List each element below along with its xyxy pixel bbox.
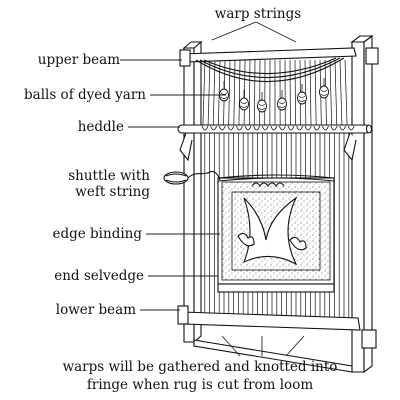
heddle-loop: [322, 125, 329, 131]
warp-string: [202, 59, 206, 127]
heddle-loop: [227, 125, 235, 131]
warp-string: [248, 59, 251, 127]
lower-beam: [177, 305, 377, 349]
shuttle: [163, 170, 221, 185]
heddle-loop: [244, 125, 252, 131]
caption-line1: warps will be gathered and knotted into: [63, 359, 338, 375]
warp-string: [207, 59, 211, 127]
heddle-loop: [296, 125, 303, 131]
label-heddle: heddle: [78, 119, 124, 135]
heddle-loop: [218, 125, 226, 131]
label-warp-strings: warp strings: [215, 6, 301, 22]
heddle-loop: [279, 125, 286, 131]
warp-string: [329, 59, 332, 127]
warp-string: [334, 59, 338, 127]
warp-string: [344, 59, 348, 127]
heddle-loop: [253, 125, 260, 131]
label-lower-beam: lower beam: [56, 302, 136, 318]
warp-string: [233, 59, 236, 127]
yarn-ball: [319, 85, 329, 99]
label-end-selvedge: end selvedge: [54, 268, 144, 284]
warp-strings: [197, 59, 348, 127]
heddle-loop: [270, 125, 278, 131]
yarn-wrap: [278, 101, 286, 108]
heddle-loop: [313, 125, 321, 131]
yarn-wrap: [258, 103, 266, 110]
caption-line2: fringe when rug is cut from loom: [87, 377, 313, 393]
label-shuttle-line1: shuttle with: [68, 168, 150, 184]
heddle-loop: [304, 125, 312, 131]
warp-string: [339, 59, 343, 127]
yarn-wrap: [240, 101, 248, 108]
warp-string: [218, 59, 221, 127]
warp-string: [314, 59, 317, 127]
leader-lines: [120, 21, 305, 357]
warp-string: [243, 59, 246, 127]
heddle-loop: [261, 125, 269, 131]
yarn-ball: [239, 97, 249, 111]
label-edge-binding: edge binding: [52, 226, 142, 242]
warp-string: [212, 59, 216, 127]
heddle-loop: [339, 125, 346, 131]
heddle-loops: [201, 125, 355, 131]
warp-swags: [195, 57, 345, 82]
warp-string: [238, 59, 241, 127]
heddle-loop: [236, 125, 243, 131]
heddle-loop: [347, 125, 355, 131]
heddle-loop: [287, 125, 295, 131]
heddle-loop: [210, 125, 217, 131]
yarn-ball: [297, 91, 307, 105]
heddle-loop: [201, 125, 209, 131]
loom-base: [193, 339, 353, 373]
warp-string: [294, 59, 296, 127]
rug: [217, 174, 335, 293]
yarn-ball: [257, 99, 267, 113]
warp-string: [228, 59, 231, 127]
yarn-balls: [219, 78, 329, 113]
yarn-ball: [277, 97, 287, 111]
label-shuttle-line2: weft string: [75, 184, 150, 200]
label-balls-of-yarn: balls of dyed yarn: [24, 87, 146, 103]
label-upper-beam: upper beam: [38, 52, 120, 68]
warp-string: [254, 59, 256, 127]
left-post: [182, 40, 203, 344]
upper-beam: [179, 47, 379, 67]
heddle-loop: [330, 125, 338, 131]
yarn-wrap: [298, 95, 306, 102]
heddle-rod: [177, 124, 373, 162]
yarn-wrap: [320, 89, 328, 96]
yarn-wrap: [220, 92, 228, 99]
warp-string: [304, 59, 307, 127]
